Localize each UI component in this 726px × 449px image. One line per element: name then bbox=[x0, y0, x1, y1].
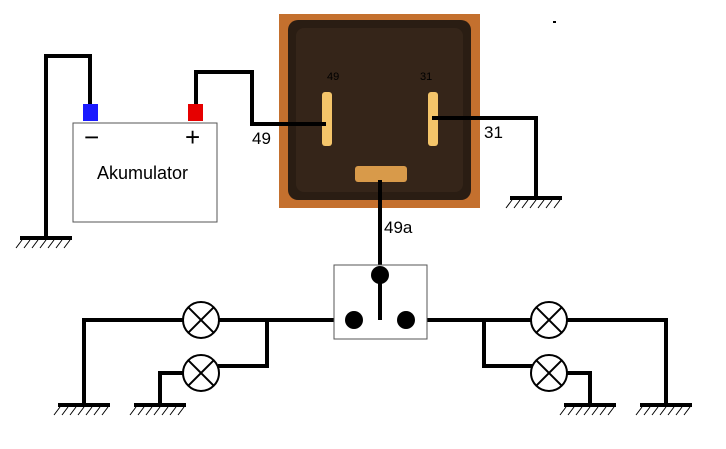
wire-left-lower-ground bbox=[158, 371, 185, 407]
stray-mark bbox=[553, 21, 556, 23]
wire-battery-plus bbox=[194, 70, 326, 126]
pin-label-49a: 49a bbox=[384, 218, 413, 237]
ground-icon bbox=[505, 196, 562, 209]
switch-right-contact bbox=[397, 311, 415, 329]
relay-marking-left: 49 bbox=[327, 71, 339, 83]
lamps bbox=[182, 301, 568, 392]
ground-icon bbox=[129, 403, 186, 416]
pin-label-49: 49 bbox=[252, 129, 271, 148]
wire-left-branch bbox=[218, 318, 269, 368]
battery: − + Akumulator bbox=[72, 104, 218, 223]
relay-pin-49a bbox=[355, 166, 407, 182]
battery-label: Akumulator bbox=[97, 163, 188, 183]
battery-body bbox=[72, 122, 218, 223]
wires bbox=[44, 54, 668, 407]
battery-minus-sign: − bbox=[84, 122, 99, 152]
lamp-cross-icon bbox=[530, 354, 568, 392]
relay-pin-49 bbox=[322, 92, 332, 146]
wire-battery-minus bbox=[44, 54, 92, 240]
lamp-cross-icon bbox=[182, 301, 220, 339]
ground-icon bbox=[53, 403, 110, 416]
wire-right-branch bbox=[482, 318, 533, 368]
wire-right-lower-ground bbox=[566, 371, 592, 407]
battery-minus-terminal bbox=[83, 104, 98, 121]
wire-right-main bbox=[404, 318, 668, 407]
wire-left-main bbox=[82, 318, 356, 407]
wire-relay-31 bbox=[432, 116, 538, 200]
ground-icon bbox=[635, 403, 692, 416]
battery-plus-terminal bbox=[188, 104, 203, 121]
switch bbox=[333, 264, 428, 340]
ground-icon bbox=[15, 236, 72, 249]
battery-plus-sign: + bbox=[185, 122, 200, 152]
relay: 49 31 bbox=[279, 14, 480, 208]
switch-left-contact bbox=[345, 311, 363, 329]
grounds bbox=[15, 196, 692, 416]
switch-common-contact bbox=[371, 266, 389, 284]
lamp-cross-icon bbox=[182, 354, 220, 392]
relay-marking-right: 31 bbox=[420, 71, 432, 83]
lamp-cross-icon bbox=[530, 301, 568, 339]
ground-icon bbox=[559, 403, 616, 416]
relay-inner-face bbox=[296, 28, 463, 192]
pin-label-31: 31 bbox=[484, 123, 503, 142]
